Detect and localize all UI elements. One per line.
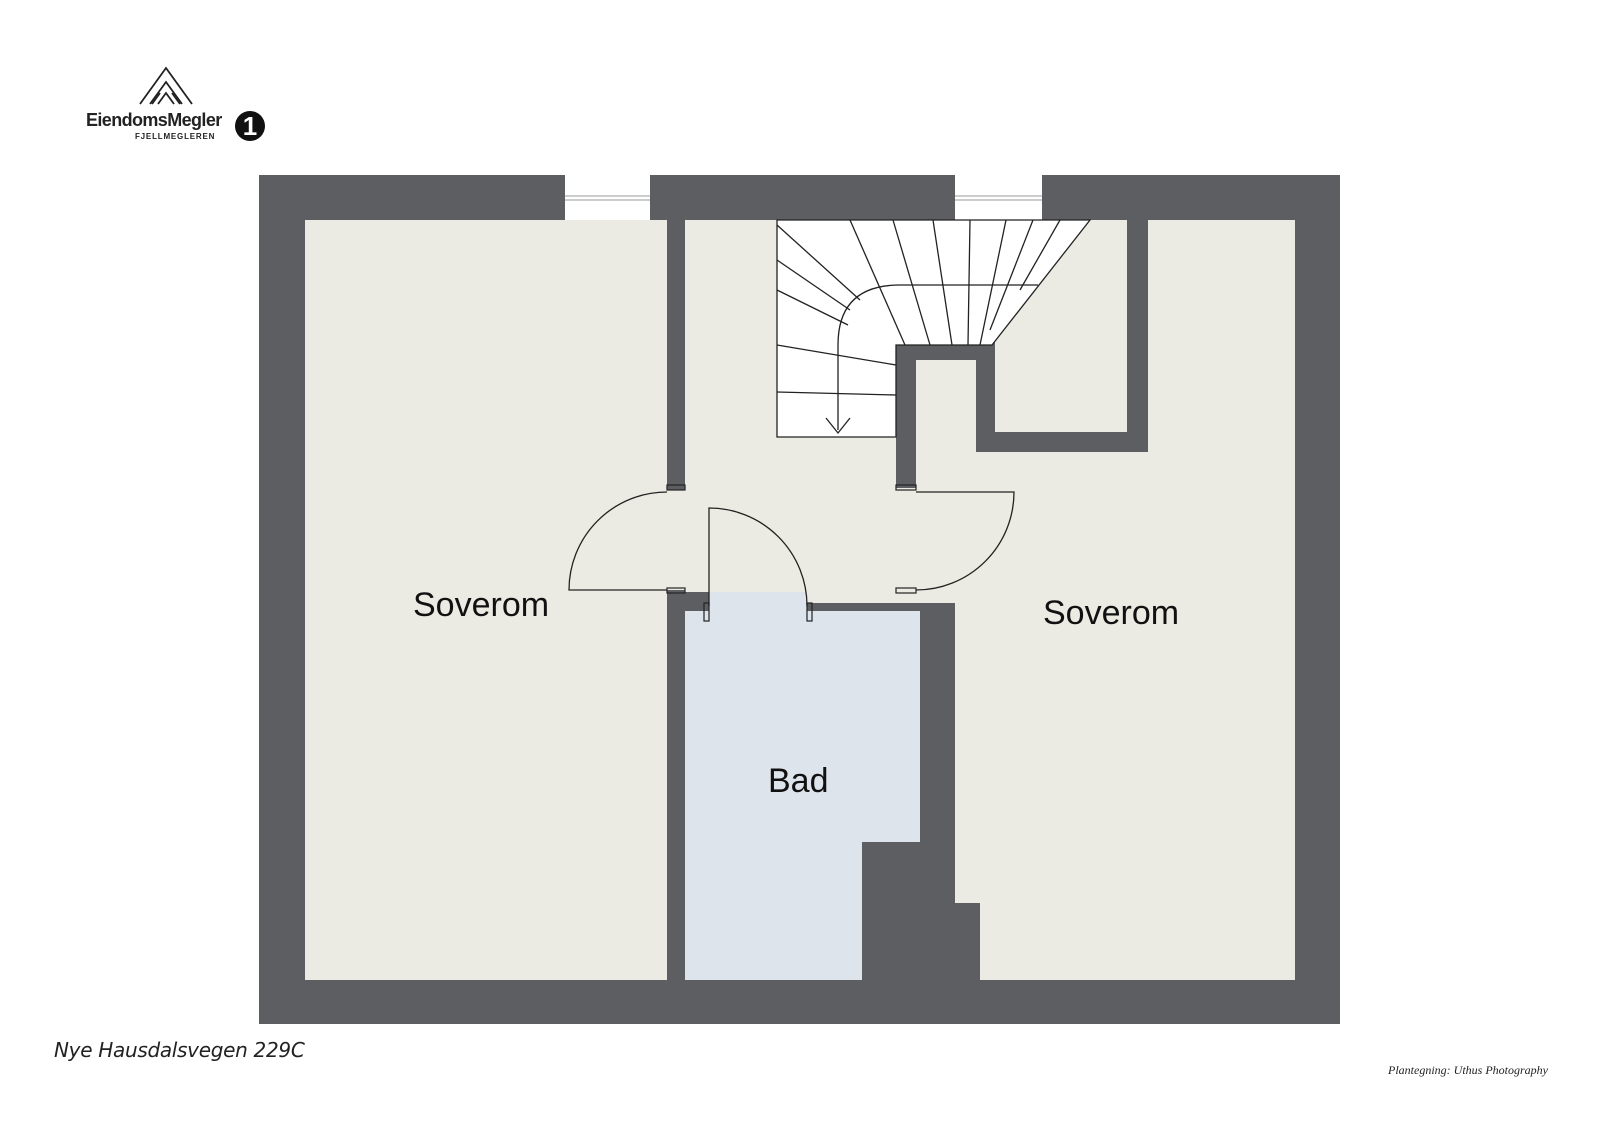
room-label-soverom-right: Soverom [1043,594,1179,632]
door-jambs [666,484,917,622]
bad-wall-top-left [667,592,709,611]
stair-wall-c [976,340,995,452]
brand-name: EiendomsMegler [86,110,222,130]
stair-wall-b [896,340,916,488]
brand-subtitle: FJELLMEGLEREN [135,132,216,141]
floor-bad [685,611,920,980]
plan-credit: Plantegning: Uthus Photography [1388,1063,1548,1077]
staircase [776,219,1092,438]
stair-wall-d [976,432,1148,452]
brand-logo: EiendomsMegler FJELLMEGLEREN 1 [86,66,286,146]
window-left [565,175,650,220]
brand-badge-text: 1 [243,111,257,141]
door-opening-left [667,490,685,590]
door-swings [568,491,1015,607]
door-opening-right [896,490,916,590]
bad-wall-right [920,603,955,903]
property-address: Nye Hausdalsvegen 229C [54,1038,305,1062]
door-opening-bad [709,592,807,611]
brand-badge-icon: 1 [235,111,265,141]
window-right [955,175,1042,220]
room-label-bad: Bad [768,762,829,800]
bad-wall-top-right [807,603,955,611]
floor-soverom-left [305,220,667,980]
room-label-soverom-left: Soverom [413,586,549,624]
mountain-icon [139,66,193,105]
